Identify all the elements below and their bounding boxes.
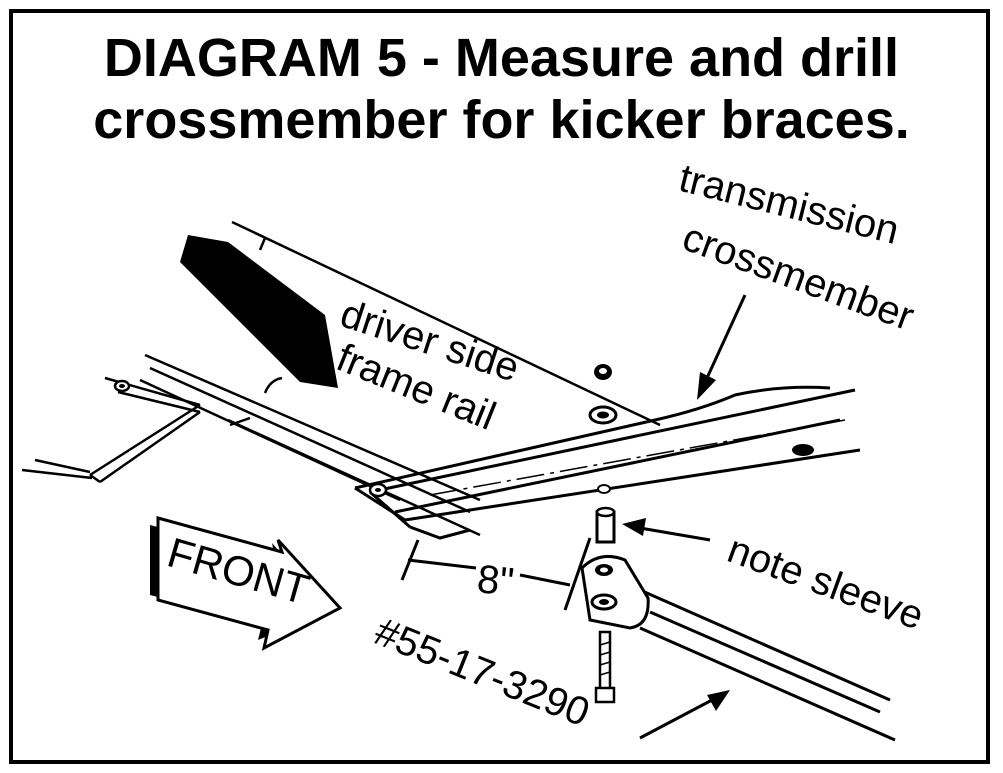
frame-rail-washer bbox=[588, 405, 618, 425]
kicker-brace bbox=[639, 588, 896, 742]
crossmember-centerline bbox=[429, 419, 846, 496]
measurement-dimension bbox=[400, 537, 592, 611]
brace-end-bracket bbox=[580, 554, 650, 630]
diagram-title-line-1: DIAGRAM 5 - Measure and drill bbox=[103, 28, 900, 88]
frame-rail-nut bbox=[594, 364, 612, 380]
left-bracket-bolt bbox=[113, 379, 131, 393]
diagram-title-line-2: crossmember for kicker braces. bbox=[93, 90, 910, 150]
frame-rail-shadow-panel bbox=[180, 235, 338, 388]
crossmember-drill-hole bbox=[597, 484, 611, 494]
sleeve bbox=[595, 506, 616, 544]
transmission-crossmember bbox=[354, 385, 861, 540]
note-sleeve-label: note sleeve bbox=[722, 527, 929, 638]
part-number-label: #55-17-3290 bbox=[369, 610, 596, 736]
left-bracket bbox=[21, 376, 201, 484]
front-arrow: FRONT bbox=[150, 516, 343, 651]
part-number-leader-arrow bbox=[639, 690, 730, 740]
measurement-label: 8" bbox=[475, 557, 516, 605]
crossmember-right-hole bbox=[792, 444, 814, 456]
crossmember-leader-arrow bbox=[697, 294, 747, 400]
sleeve-leader-arrow bbox=[622, 518, 711, 542]
crossmember-left-bolt bbox=[368, 482, 388, 498]
bolt bbox=[594, 630, 616, 704]
